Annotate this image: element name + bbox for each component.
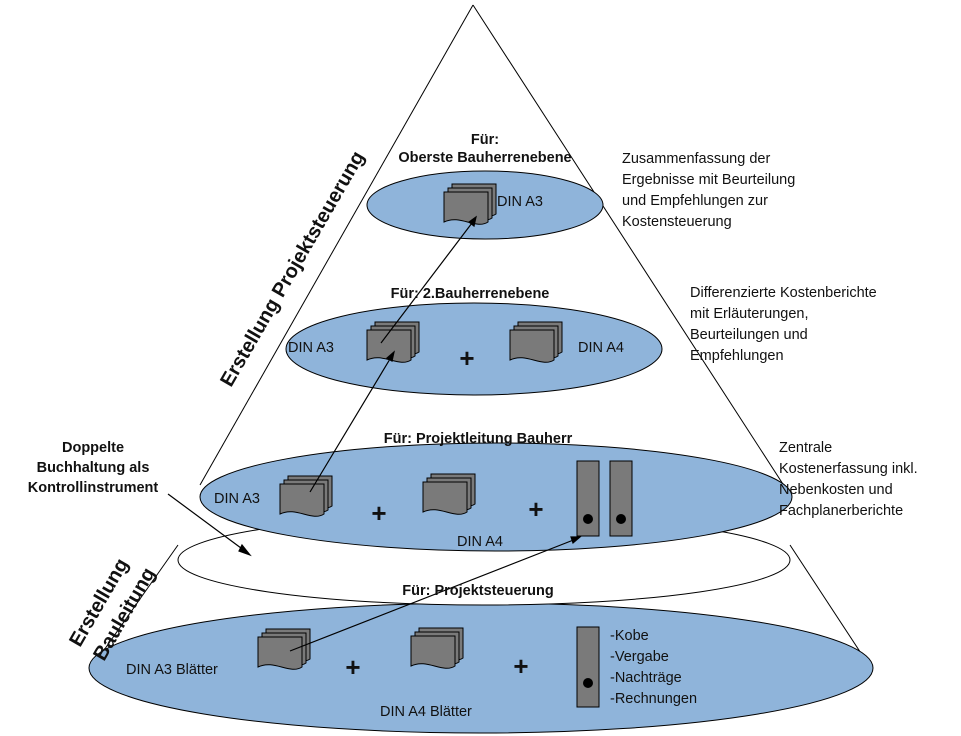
doc-label: DIN A4: [457, 534, 503, 550]
level-description: Fachplanerberichte: [779, 503, 903, 519]
level-description: Zusammenfassung der: [622, 151, 770, 167]
document-stack-icon: [279, 475, 333, 517]
level-title: Für: 2.Bauherrenebene: [391, 286, 550, 302]
plus-sign: +: [371, 498, 386, 528]
document-stack-icon: [257, 628, 311, 670]
document-stack-icon: [410, 627, 464, 669]
plus-sign: +: [528, 494, 543, 524]
level-description: Nebenkosten und: [779, 482, 893, 498]
doppelte-buchhaltung-label: Buchhaltung als: [37, 460, 150, 476]
level-title: Für: Projektsteuerung: [402, 583, 553, 599]
level-description: mit Erläuterungen,: [690, 306, 808, 322]
document-stack-icon: [509, 321, 563, 363]
doc-label: DIN A3: [497, 194, 543, 210]
document-stack-icon: [422, 473, 476, 515]
doc-label: DIN A4: [578, 340, 624, 356]
level-description: Beurteilungen und: [690, 327, 808, 343]
binder-icon: [576, 626, 600, 708]
plus-sign: +: [513, 651, 528, 681]
level-title: Oberste Bauherrenebene: [398, 150, 571, 166]
level-description: und Empfehlungen zur: [622, 193, 768, 209]
cone-outline: [89, 4, 873, 671]
flow-arrows: [167, 215, 582, 652]
doc-label: DIN A4 Blätter: [380, 704, 472, 720]
level-description: Empfehlungen: [690, 348, 784, 364]
binder-list-item: -Kobe: [610, 628, 649, 644]
doppelte-buchhaltung-label: Doppelte: [62, 440, 124, 456]
level-description: Differenzierte Kostenberichte: [690, 285, 877, 301]
binder-list-item: -Vergabe: [610, 649, 669, 665]
level-description: Zentrale: [779, 440, 832, 456]
level-description: Ergebnisse mit Beurteilung: [622, 172, 795, 188]
level-description: Kostenerfassung inkl.: [779, 461, 918, 477]
doc-label: DIN A3 Blätter: [126, 662, 218, 678]
binder-list-item: -Rechnungen: [610, 691, 697, 707]
document-stack-icon: [443, 183, 497, 225]
doppelte-buchhaltung-label: Kontrollinstrument: [28, 480, 159, 496]
binder-list-item: -Nachträge: [610, 670, 682, 686]
level-ellipse-projektleitung: [199, 442, 793, 552]
level-title: Für:: [471, 132, 499, 148]
binder-icon: [609, 460, 633, 537]
plus-sign: +: [459, 343, 474, 373]
level-title: Für: Projektleitung Bauherr: [384, 431, 573, 447]
doc-label: DIN A3: [288, 340, 334, 356]
level-description: Kostensteuerung: [622, 214, 732, 230]
binder-icon: [576, 460, 600, 537]
doc-label: DIN A3: [214, 491, 260, 507]
plus-sign: +: [345, 652, 360, 682]
